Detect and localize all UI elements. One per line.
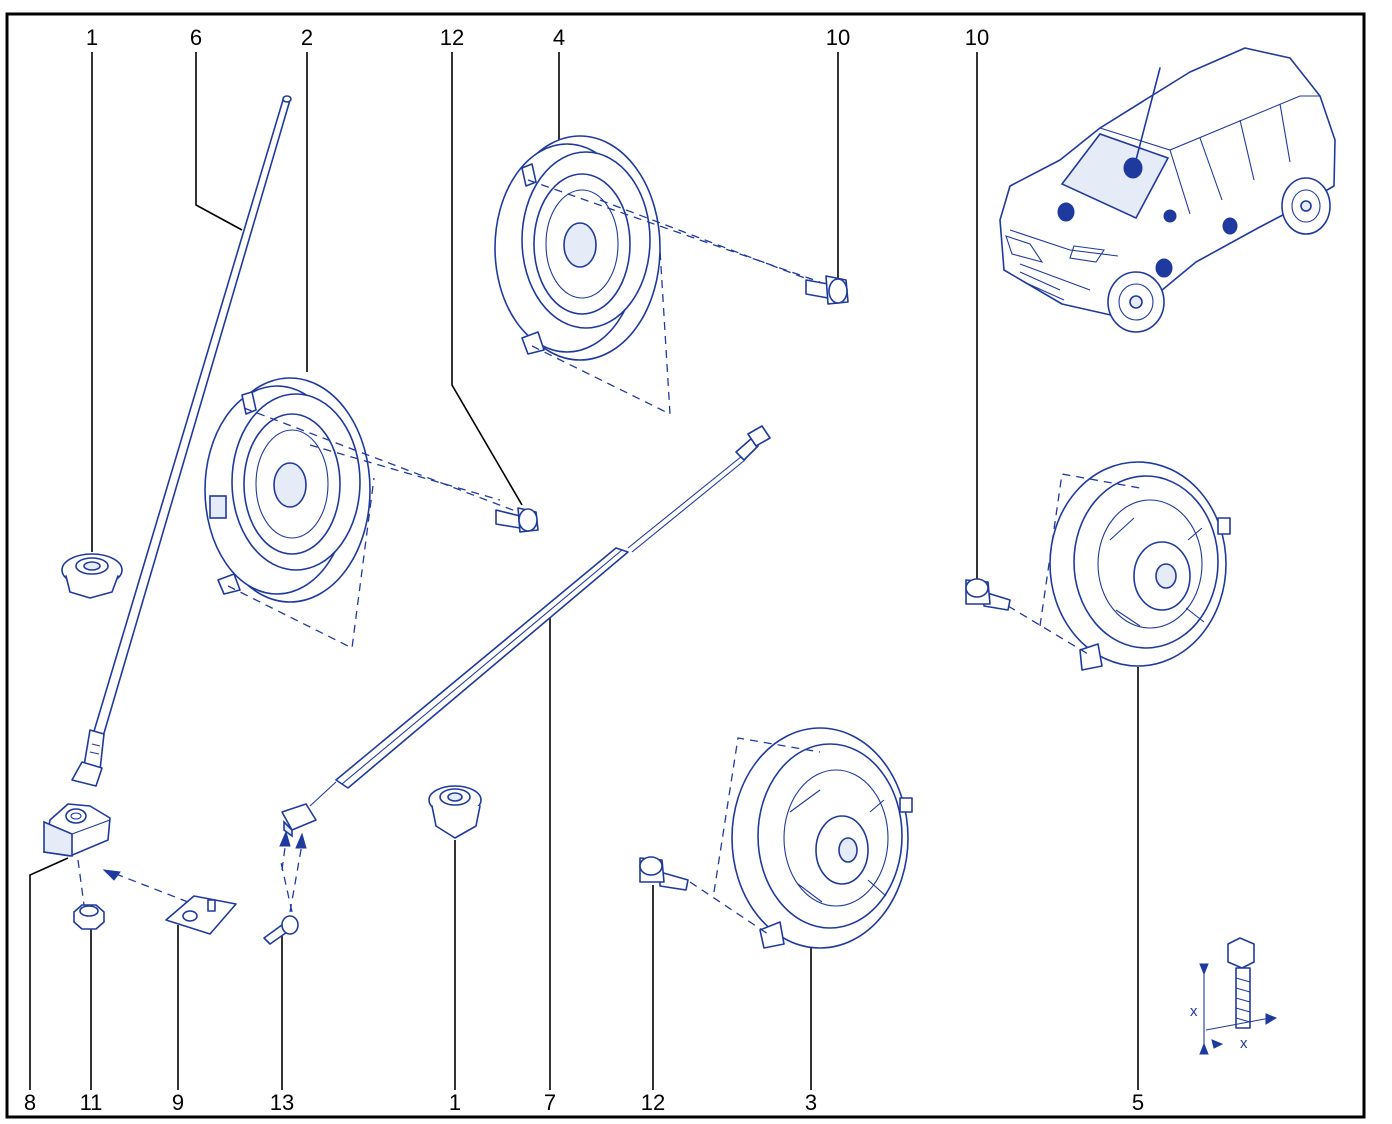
antenna-rod [71, 95, 292, 787]
speaker-front-left-dash-3 [227, 477, 375, 649]
location-marker-rear-door [1222, 217, 1238, 235]
leader-6 [195, 52, 243, 231]
speaker-rear-right-dash-1 [1007, 605, 1089, 655]
arrow-up-1 [279, 830, 291, 847]
harness-dash-3 [279, 857, 293, 913]
harness-dash-2 [289, 843, 303, 913]
callout-top-6: 10 [826, 25, 850, 50]
vehicle-illustration [999, 47, 1336, 333]
location-marker-dash-right [1163, 209, 1177, 223]
speaker-front-left-dash-1 [243, 407, 519, 513]
callout-bottom-9: 5 [1132, 1090, 1144, 1115]
screw-small [263, 915, 299, 945]
dimension-label-vertical: x [1190, 1003, 1198, 1020]
leader-lines [29, 52, 1139, 1090]
antenna-base [43, 803, 111, 857]
speaker-rear-left-dash-1 [689, 881, 769, 935]
callout-labels: 1 6 2 12 4 10 10 8 11 9 13 1 7 12 3 5 [24, 25, 1144, 1115]
callout-bottom-3: 9 [172, 1090, 184, 1115]
nut [73, 904, 105, 930]
clip-upper [61, 553, 123, 599]
speaker-rear-left [731, 727, 913, 949]
antenna-base-dash-down [77, 859, 85, 906]
callout-bottom-6: 7 [544, 1090, 556, 1115]
callout-top-3: 2 [301, 25, 313, 50]
callout-bottom-4: 13 [270, 1090, 294, 1115]
leader-8 [29, 857, 69, 1090]
wiring-harness [281, 425, 771, 838]
dimension-label-horizontal: x [1240, 1035, 1248, 1052]
callout-bottom-2: 11 [80, 1090, 103, 1115]
speaker-rear-right [1049, 461, 1231, 671]
callout-top-1: 1 [86, 25, 98, 50]
speaker-front-right [494, 135, 661, 361]
leader-12-top [451, 52, 523, 506]
antenna-base-dash-plate [115, 873, 189, 903]
callout-top-2: 6 [190, 25, 202, 50]
mounting-plate [165, 895, 237, 935]
speaker-rear-left-dash-2 [713, 737, 821, 893]
callout-bottom-5: 1 [449, 1090, 461, 1115]
arrow-up-2 [295, 832, 307, 849]
screw-right [965, 578, 1011, 611]
screw-upper [495, 507, 539, 533]
callout-bottom-8: 3 [805, 1090, 817, 1115]
location-marker-front-door [1155, 258, 1173, 278]
callout-top-7: 10 [965, 25, 989, 50]
diagram-frame [5, 12, 1366, 1119]
location-marker-roof [1123, 157, 1143, 179]
location-marker-dash-left [1057, 202, 1075, 222]
speaker-front-left [204, 377, 371, 603]
clip-lower [428, 785, 482, 839]
speaker-front-left-dash-2 [309, 444, 501, 501]
screw-lower [639, 856, 689, 891]
bolt-length-detail: x x [1190, 937, 1278, 1055]
callout-top-5: 4 [553, 25, 565, 50]
speaker-front-right-dash-2 [599, 199, 811, 281]
screw-top [805, 275, 849, 305]
callout-bottom-1: 8 [24, 1090, 36, 1115]
callout-bottom-7: 12 [641, 1090, 665, 1115]
harness-dash-1 [281, 839, 287, 871]
arrow-to-base [102, 869, 121, 881]
callout-top-4: 12 [440, 25, 464, 50]
